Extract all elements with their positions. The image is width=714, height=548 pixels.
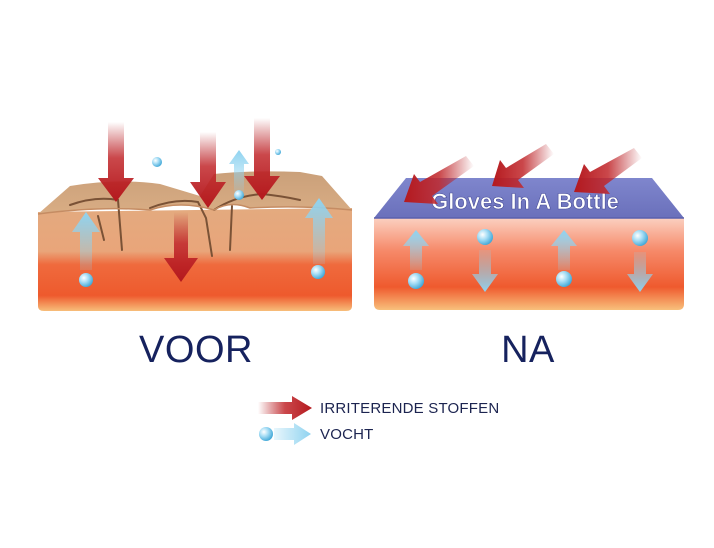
moisture-droplet [79, 273, 93, 287]
moisture-droplet [152, 157, 162, 167]
moisture-arrow [72, 212, 100, 270]
before-irritant-arrows [98, 118, 280, 282]
irritant-arrow [574, 148, 642, 194]
legend-irritant-arrow [258, 396, 312, 420]
moisture-arrow [472, 250, 498, 292]
legend [258, 396, 312, 445]
moisture-droplet [311, 265, 325, 279]
irritant-arrow [492, 144, 554, 188]
irritant-arrow [404, 156, 474, 204]
before-label: VOOR [139, 329, 253, 371]
moisture-arrow [627, 252, 653, 292]
after-skin-block [374, 178, 684, 310]
irritant-arrow [98, 122, 134, 202]
moisture-droplet [408, 273, 424, 289]
legend-moisture-droplet [259, 427, 273, 441]
moisture-droplet [632, 230, 648, 246]
irritant-arrow [190, 132, 226, 208]
after-irritant-arrows [404, 144, 642, 204]
moisture-droplet [275, 149, 281, 155]
moisture-arrow [305, 198, 333, 264]
protective-barrier [374, 178, 684, 218]
moisture-arrow [403, 230, 429, 270]
moisture-droplet [556, 271, 572, 287]
moisture-droplet [234, 190, 244, 200]
moisture-droplet [477, 229, 493, 245]
legend-moisture-arrow [274, 423, 311, 445]
irritant-arrow [164, 212, 198, 282]
legend-irritants-label: IRRITERENDE STOFFEN [320, 400, 500, 417]
moisture-arrow [229, 150, 249, 192]
after-skin-front [374, 218, 684, 310]
legend-moisture-label: VOCHT [320, 426, 374, 443]
irritant-arrow [244, 118, 280, 200]
barrier-text: Gloves In A Bottle [431, 189, 619, 214]
moisture-arrow [551, 230, 577, 270]
after-moisture-arrows [403, 229, 653, 292]
before-moisture-arrows [72, 149, 333, 287]
after-label: NA [501, 329, 555, 371]
